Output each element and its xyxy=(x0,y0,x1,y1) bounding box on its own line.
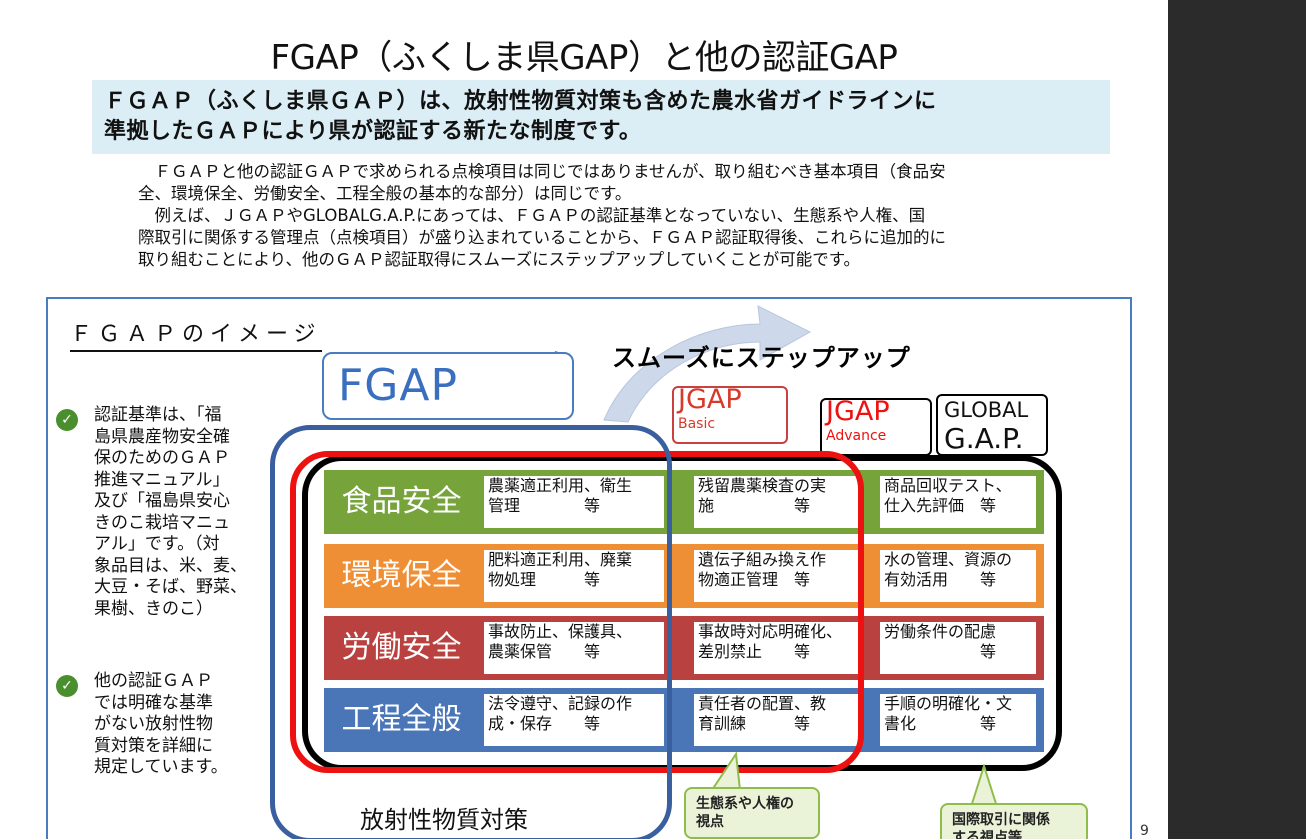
globalgap-label-1: GLOBAL xyxy=(944,398,1029,422)
jgap-basic-box: JGAP Basic xyxy=(672,384,788,444)
slide-page: FGAP（ふくしま県GAP）と他の認証GAP ＦＧＡＰ（ふくしま県ＧＡＰ）は、放… xyxy=(0,0,1168,839)
cell-line: 等 xyxy=(884,642,997,661)
lead-text: ＦＧＡＰ（ふくしま県ＧＡＰ）は、放射性物質対策も含めた農水省ガイドラインに 準拠… xyxy=(104,89,937,144)
step-up-label: スムーズにステップアップ xyxy=(612,344,911,372)
globalgap-label-2: G.A.P. xyxy=(944,422,1024,455)
cell-fgap: 農薬適正利用、衛生管理 等 xyxy=(484,476,664,528)
fgap-label: FGAP xyxy=(338,360,459,411)
check-icon: ✓ xyxy=(56,409,78,431)
radioactive-label: 放射性物質対策 xyxy=(360,806,528,834)
cell-jgap: 責任者の配置、教育訓練 等 xyxy=(694,694,858,746)
cell-line: 物処理 等 xyxy=(488,570,601,589)
callout-intl: 国際取引に関係 する視点等 xyxy=(940,803,1088,839)
cell-line: 書化 等 xyxy=(884,714,997,733)
cell-global: 商品回収テスト、仕入先評価 等 xyxy=(880,476,1036,528)
cell-line: 遺伝子組み換え作 xyxy=(698,550,827,569)
cell-line: 育訓練 等 xyxy=(698,714,811,733)
cell-line: 仕入先評価 等 xyxy=(884,496,997,515)
cell-line: 施 等 xyxy=(698,496,811,515)
jgap-advance-box: JGAP Advance xyxy=(820,396,932,456)
cell-line: 農薬保管 等 xyxy=(488,642,601,661)
jgap-advance-sub: Advance xyxy=(826,428,887,444)
body-paragraph: ＦＧＡＰと他の認証ＧＡＰで求められる点検項目は同じではありませんが、取り組むべき… xyxy=(138,162,947,269)
row-head: 労働安全 xyxy=(341,630,462,665)
jgap-basic-label: JGAP xyxy=(678,384,742,415)
cell-line: 商品回収テスト、 xyxy=(884,476,1012,495)
check-icon: ✓ xyxy=(56,675,78,697)
cell-line: 物適正管理 等 xyxy=(698,570,811,589)
cell-line: 責任者の配置、教 xyxy=(698,694,827,713)
cell-line: 事故時対応明確化、 xyxy=(698,622,843,641)
bullet-radiation: 他の認証ＧＡＰ では明確な基準 がない放射性物 質対策を詳細に 規定しています。 xyxy=(94,671,228,777)
image-frame xyxy=(46,297,1132,839)
cell-line: 法令遵守、記録の作 xyxy=(488,694,633,713)
row-labor-safety: 労働安全 事故防止、保護具、農薬保管 等 事故時対応明確化、差別禁止 等 労働条… xyxy=(324,616,1044,680)
cell-global: 水の管理、資源の有効活用 等 xyxy=(880,550,1036,602)
cell-fgap: 事故防止、保護具、農薬保管 等 xyxy=(484,622,664,674)
bullet-standards: 認証基準は、「福 島県農産物安全確 保のためのＧＡＰ 推進マニュアル」 及び「福… xyxy=(94,405,247,619)
cell-fgap: 法令遵守、記録の作成・保存 等 xyxy=(484,694,664,746)
fgap-scope-ring xyxy=(270,425,672,839)
cell-line: 残留農薬検査の実 xyxy=(698,476,827,495)
lead-box: ＦＧＡＰ（ふくしま県ＧＡＰ）は、放射性物質対策も含めた農水省ガイドラインに 準拠… xyxy=(92,80,1110,154)
cell-line: 事故防止、保護具、 xyxy=(488,622,633,641)
callout-eco: 生態系や人権の 視点 xyxy=(684,787,820,839)
row-head: 食品安全 xyxy=(341,484,462,519)
cell-global: 手順の明確化・文書化 等 xyxy=(880,694,1036,746)
callout-pointer-eco xyxy=(710,752,742,791)
row-environment: 環境保全 肥料適正利用、廃棄物処理 等 遺伝子組み換え作物適正管理 等 水の管理… xyxy=(324,544,1044,608)
jgap-basic-sub: Basic xyxy=(678,416,716,432)
cell-line: 肥料適正利用、廃棄 xyxy=(488,550,633,569)
cell-line: 水の管理、資源の xyxy=(884,550,1013,569)
cell-fgap: 肥料適正利用、廃棄物処理 等 xyxy=(484,550,664,602)
cell-line: 成・保存 等 xyxy=(488,714,601,733)
cell-line: 労働条件の配慮 xyxy=(884,622,997,641)
cell-line: 管理 等 xyxy=(488,496,601,515)
fgap-label-box: FGAP xyxy=(322,352,574,420)
jgap-advance-label: JGAP xyxy=(826,396,890,427)
row-process: 工程全般 法令遵守、記録の作成・保存 等 責任者の配置、教育訓練 等 手順の明確… xyxy=(324,688,1044,752)
cell-global: 労働条件の配慮 等 xyxy=(880,622,1036,674)
cell-line: 手順の明確化・文 xyxy=(884,694,1013,713)
row-food-safety: 食品安全 農薬適正利用、衛生管理 等 残留農薬検査の実施 等 商品回収テスト、仕… xyxy=(324,470,1044,534)
page-title: FGAP（ふくしま県GAP）と他の認証GAP xyxy=(270,38,898,78)
cell-jgap: 事故時対応明確化、差別禁止 等 xyxy=(694,622,858,674)
cell-line: 有効活用 等 xyxy=(884,570,997,589)
cell-line: 農薬適正利用、衛生 xyxy=(488,476,633,495)
cell-line: 差別禁止 等 xyxy=(698,642,811,661)
image-title: ＦＧＡＰのイメージ xyxy=(70,316,322,352)
step-up-arrow-icon xyxy=(603,305,812,423)
page-number: 9 xyxy=(1140,823,1149,839)
globalgap-box: GLOBAL G.A.P. xyxy=(936,394,1048,456)
cell-jgap: 遺伝子組み換え作物適正管理 等 xyxy=(694,550,858,602)
jgap-scope-ring xyxy=(290,451,864,773)
row-head: 工程全般 xyxy=(341,702,462,737)
row-head: 環境保全 xyxy=(341,558,462,593)
